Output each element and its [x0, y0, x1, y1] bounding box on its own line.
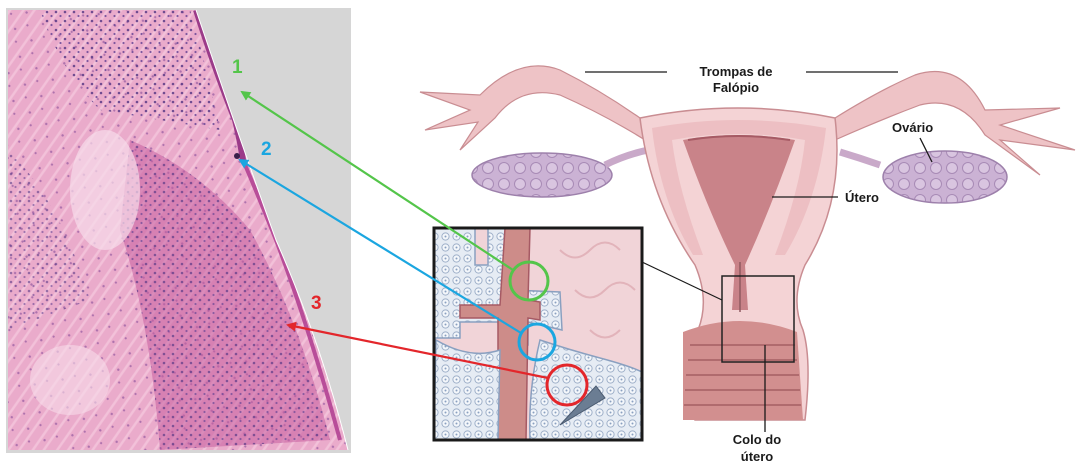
- marker-1-number: 1: [232, 57, 243, 78]
- marker-3-number: 3: [311, 293, 322, 314]
- cervix-detail-inset: [434, 228, 722, 440]
- fallopian-tubes-label: Trompas de: [700, 64, 773, 79]
- fallopian-tubes-label-line2: Falópio: [713, 80, 759, 95]
- cervix-label-line2: útero: [741, 449, 774, 464]
- marker-2-number: 2: [261, 139, 272, 160]
- histology-micrograph: [6, 8, 353, 453]
- uterus-label: Útero: [845, 190, 879, 205]
- ovary-label: Ovário: [892, 120, 933, 135]
- cervix-label: Colo do: [733, 432, 781, 447]
